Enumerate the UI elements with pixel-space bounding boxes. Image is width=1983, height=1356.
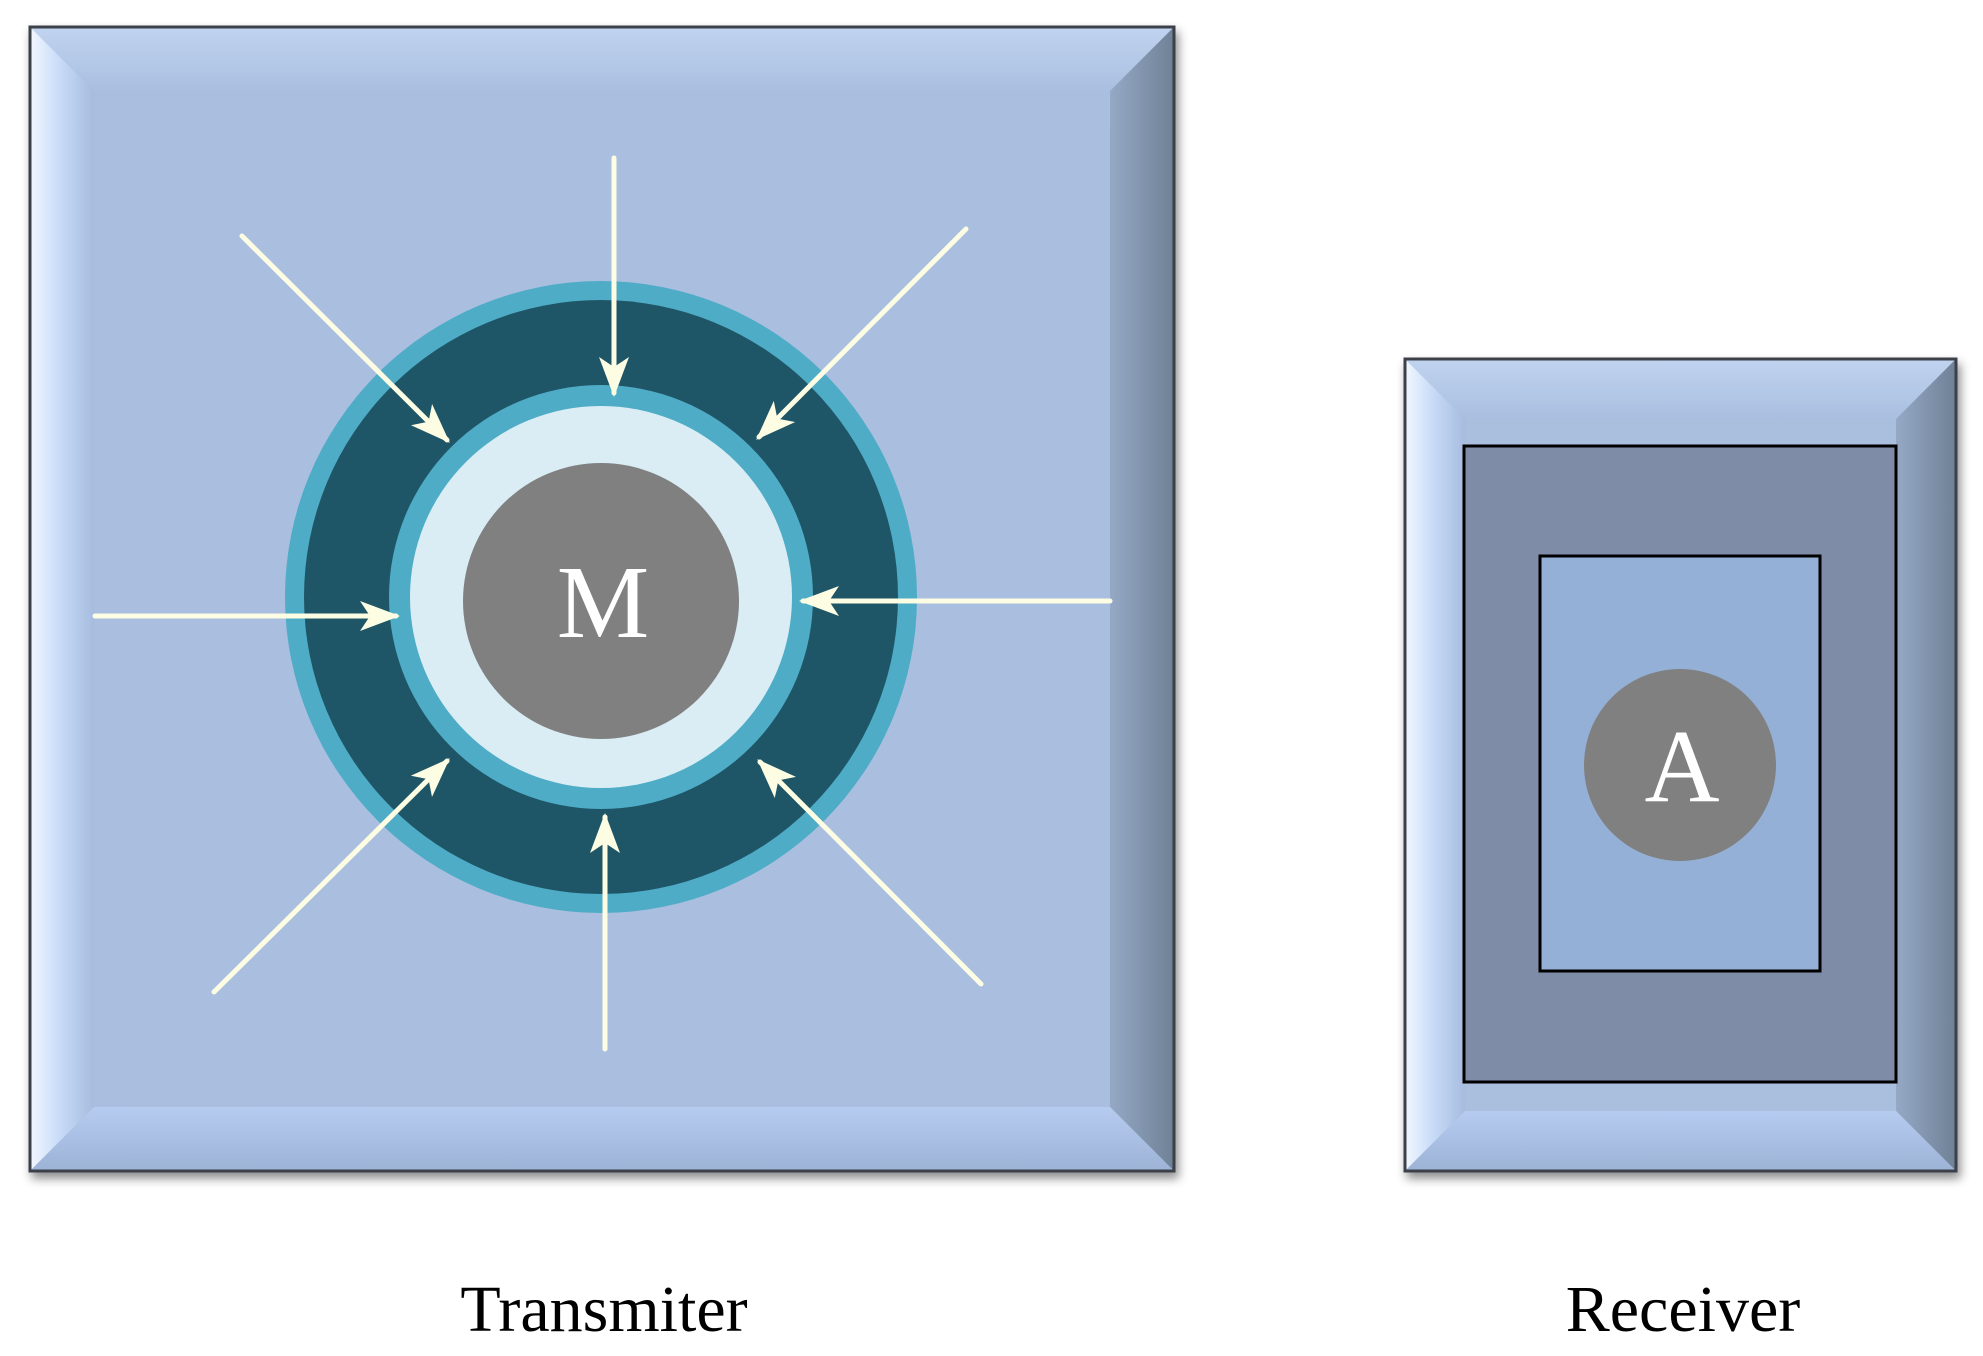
transmitter-core-letter: M <box>557 545 649 660</box>
receiver-core: A <box>1584 669 1776 861</box>
receiver-bevel-left <box>1405 359 1465 1171</box>
circle-icon <box>1584 669 1776 861</box>
receiver-bevel-bottom <box>1405 1111 1956 1171</box>
transmitter-caption: Transmiter <box>460 1273 748 1346</box>
receiver-core-letter: A <box>1644 709 1719 824</box>
arrow-icon <box>757 759 984 987</box>
receiver-bevel-right <box>1896 359 1956 1171</box>
transmitter-bevel-top <box>30 27 1174 91</box>
transmitter-core: M <box>463 463 739 739</box>
receiver-panel-border <box>1403 357 1958 1173</box>
receiver-caption: Receiver <box>1565 1273 1801 1346</box>
transmitter-bevel-bottom <box>30 1107 1174 1171</box>
arrow-icon <box>239 233 450 443</box>
inward-arrows <box>92 155 1113 1052</box>
transmitter-bevel-right <box>1110 27 1174 1171</box>
receiver-bevel-top <box>1405 359 1956 419</box>
transmitter-panel-border <box>28 25 1176 1173</box>
transmitter-bevel-left <box>30 27 94 1171</box>
arrow-icon <box>211 758 450 995</box>
arrow-icon <box>756 226 969 440</box>
circle-icon <box>463 463 739 739</box>
